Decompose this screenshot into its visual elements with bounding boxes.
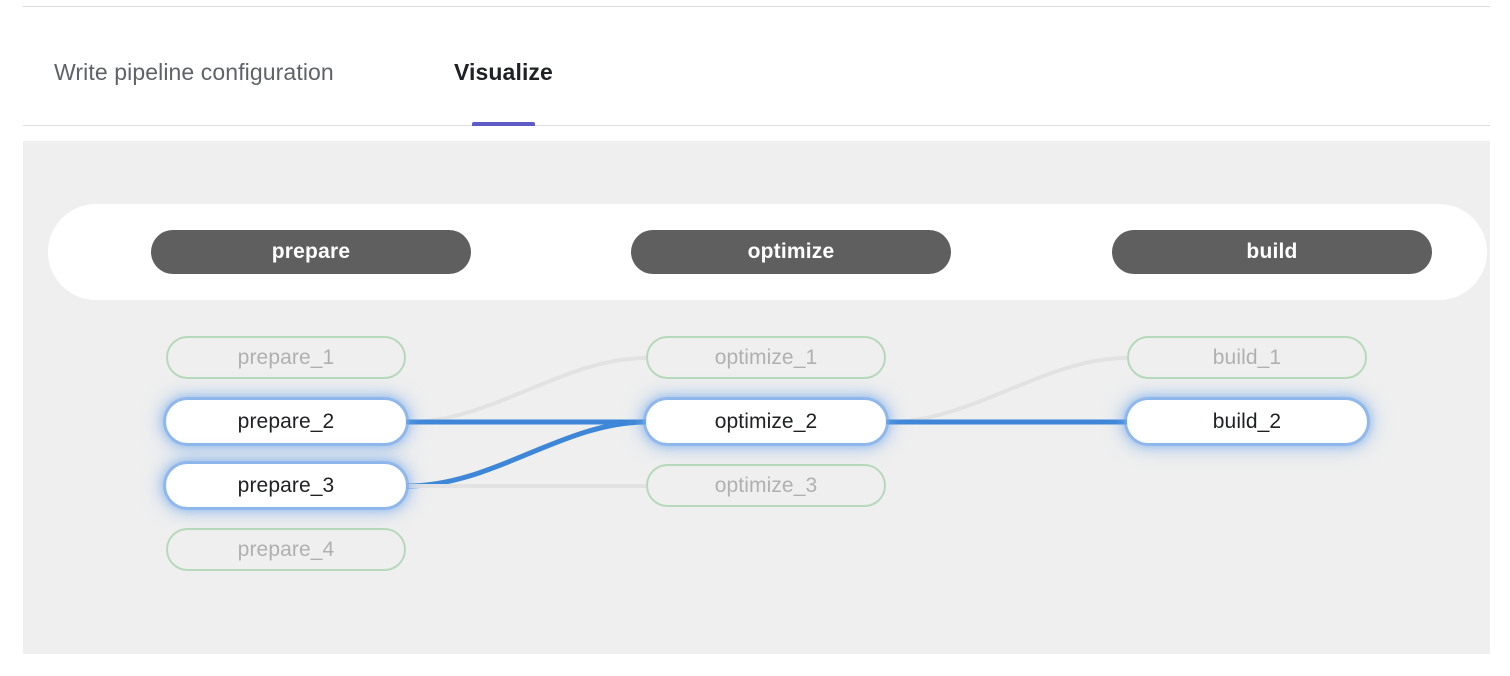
graph-node-label: optimize_3 bbox=[714, 473, 818, 497]
stage-pill-prepare: prepare bbox=[151, 230, 471, 274]
graph-node-optimize_1[interactable]: optimize_1 bbox=[646, 336, 886, 379]
graph-node-label: prepare_2 bbox=[237, 409, 335, 433]
graph-node-prepare_4[interactable]: prepare_4 bbox=[166, 528, 406, 571]
edge-prepare_2-optimize_1 bbox=[406, 356, 648, 424]
stage-pill-label: prepare bbox=[271, 240, 351, 263]
graph-node-label: optimize_1 bbox=[714, 345, 818, 369]
stage-header-band: prepare optimize build bbox=[48, 204, 1487, 300]
graph-node-build_2[interactable]: build_2 bbox=[1127, 400, 1367, 443]
graph-node-prepare_2[interactable]: prepare_2 bbox=[166, 400, 406, 443]
graph-node-optimize_3[interactable]: optimize_3 bbox=[646, 464, 886, 507]
graph-node-label: prepare_4 bbox=[237, 537, 335, 561]
stage-pill-optimize: optimize bbox=[631, 230, 951, 274]
graph-node-prepare_3[interactable]: prepare_3 bbox=[166, 464, 406, 507]
graph-node-optimize_2[interactable]: optimize_2 bbox=[646, 400, 886, 443]
tab-label: Write pipeline configuration bbox=[54, 59, 334, 85]
edge-prepare_3-optimize_2 bbox=[405, 419, 649, 489]
tab-write-pipeline-configuration[interactable]: Write pipeline configuration bbox=[48, 40, 340, 126]
tab-bar: Write pipeline configuration Visualize bbox=[23, 40, 1490, 126]
tab-bar-underline bbox=[23, 125, 1490, 126]
stage-pill-label: build bbox=[1246, 240, 1298, 263]
graph-node-label: build_1 bbox=[1212, 345, 1282, 369]
graph-node-label: optimize_2 bbox=[714, 409, 818, 433]
tab-active-indicator bbox=[472, 122, 535, 126]
edge-optimize_2-build_1 bbox=[886, 356, 1129, 424]
graph-node-label: prepare_1 bbox=[237, 345, 335, 369]
tab-label: Visualize bbox=[454, 59, 553, 85]
edge-layer bbox=[405, 356, 1130, 489]
graph-node-label: prepare_3 bbox=[237, 473, 335, 497]
graph-node-prepare_1[interactable]: prepare_1 bbox=[166, 336, 406, 379]
stage-pill-label: optimize bbox=[747, 240, 835, 263]
graph-node-build_1[interactable]: build_1 bbox=[1127, 336, 1367, 379]
tab-visualize[interactable]: Visualize bbox=[448, 40, 559, 126]
stage-pill-build: build bbox=[1112, 230, 1432, 274]
top-divider bbox=[23, 6, 1490, 7]
graph-node-label: build_2 bbox=[1212, 409, 1282, 433]
